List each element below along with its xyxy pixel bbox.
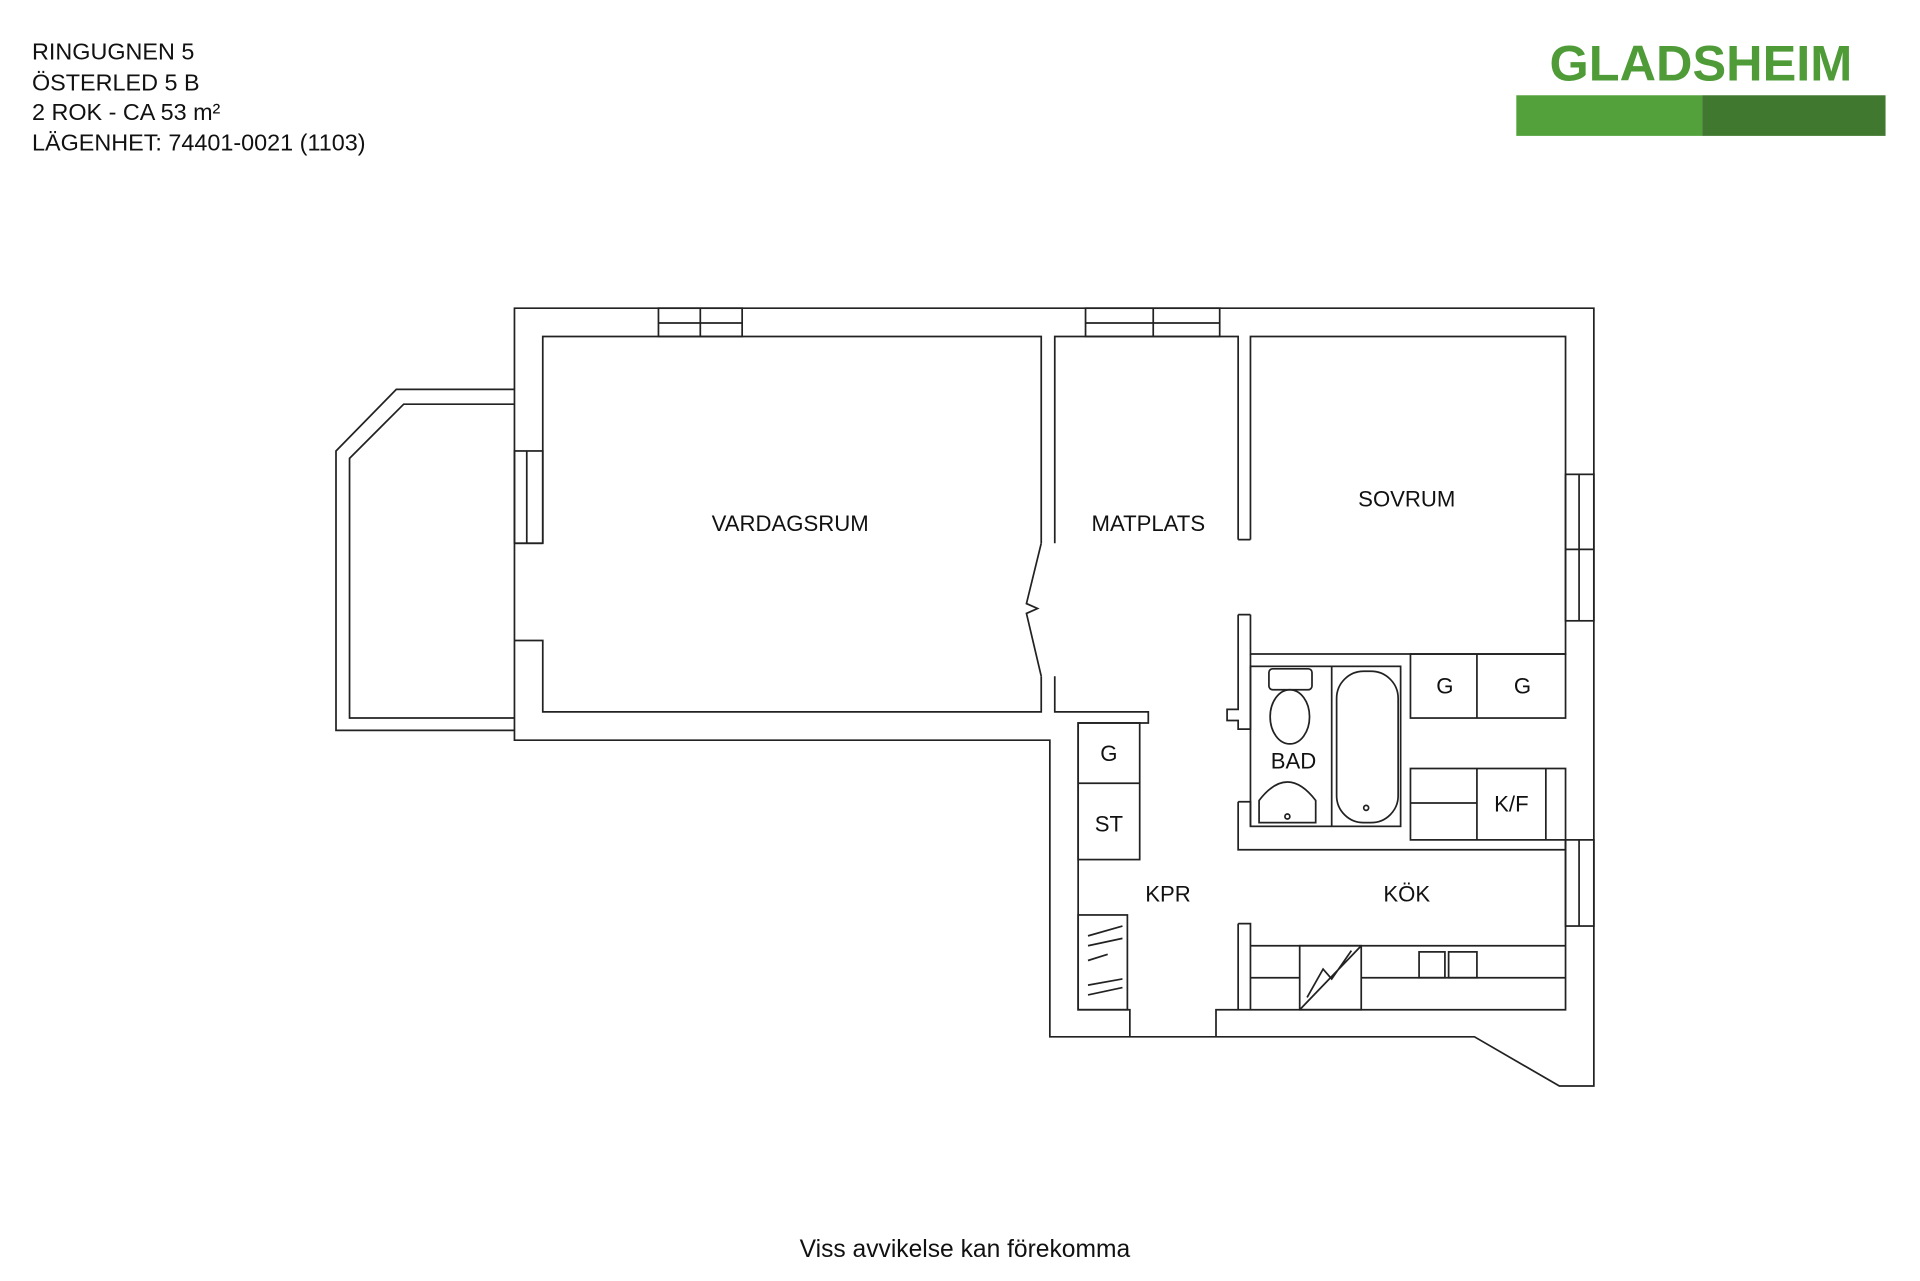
apartment-number: LÄGENHET: 74401-0021 (1103) xyxy=(32,130,366,156)
balcony xyxy=(335,388,515,732)
size: 2 ROK - CA 53 m² xyxy=(32,99,221,125)
closet-label-g1: G xyxy=(1436,673,1453,698)
kitchen-sink-icon xyxy=(1418,951,1446,979)
fixtures xyxy=(1077,667,1566,1011)
room-label-bad: BAD xyxy=(1271,748,1317,773)
folding-door xyxy=(1025,543,1043,677)
windows xyxy=(513,307,1595,927)
address: ÖSTERLED 5 B xyxy=(32,69,200,95)
property-info: RINGUGNEN 5 ÖSTERLED 5 B 2 ROK - CA 53 m… xyxy=(32,39,366,156)
room-label-vardagsrum: VARDAGSRUM xyxy=(712,511,869,536)
closet-label-g3: G xyxy=(1100,741,1117,766)
toilet-icon xyxy=(1268,667,1313,691)
label-st: ST xyxy=(1095,811,1124,836)
property-name: RINGUGNEN 5 xyxy=(32,39,194,65)
sink-icon xyxy=(1258,781,1317,824)
room-label-sovrum: SOVRUM xyxy=(1358,486,1455,511)
wardrobe-icon xyxy=(1077,914,1129,1011)
stove-icon xyxy=(1298,944,1363,1011)
gladsheim-logo: GLADSHEIM xyxy=(1516,34,1886,136)
room-labels: VARDAGSRUM MATPLATS SOVRUM BAD G G K/F G… xyxy=(712,486,1531,906)
room-label-kok: KÖK xyxy=(1383,881,1430,906)
disclaimer: Viss avvikelse kan förekomma xyxy=(800,1236,1131,1263)
logo-text: GLADSHEIM xyxy=(1550,34,1853,91)
room-label-matplats: MATPLATS xyxy=(1092,511,1206,536)
bathtub-icon xyxy=(1335,670,1400,824)
label-kf: K/F xyxy=(1494,792,1528,817)
logo-bar-dark xyxy=(1702,95,1886,136)
walls xyxy=(335,307,1595,1087)
closet-label-g2: G xyxy=(1514,673,1531,698)
room-label-kpr: KPR xyxy=(1145,881,1191,906)
logo-bar-light xyxy=(1516,95,1703,136)
